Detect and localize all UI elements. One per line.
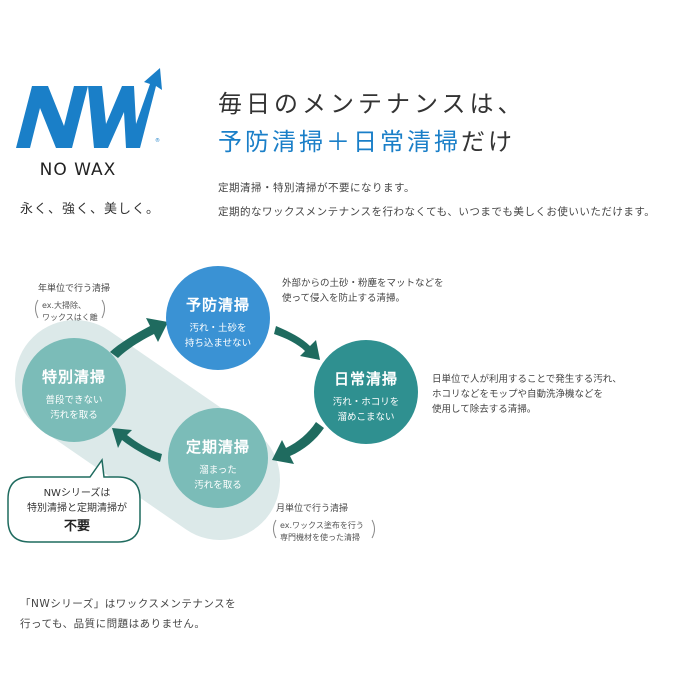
note-special-example: ex.大掃除、ワックスはく離 xyxy=(42,301,98,322)
note-periodic-head: 月単位で行う清掃 xyxy=(276,504,349,514)
headline-accent: 予防清掃＋日常清掃 xyxy=(218,128,461,156)
circle-special xyxy=(22,338,126,442)
circle-periodic-text: 定期清掃 溜まった汚れを取る xyxy=(168,436,268,493)
bubble-text: NWシリーズは特別清掃と定期清掃が 不要 xyxy=(18,486,136,534)
footer-line2: 行っても、品質に問題はありません。 xyxy=(20,618,206,630)
bracket-special-left xyxy=(35,299,39,319)
headline-line1: 毎日のメンテナンスは、 xyxy=(218,90,526,118)
circle-daily-text: 日常清掃 汚れ・ホコリを溜めこまない xyxy=(314,368,418,425)
preventive-title: 予防清掃 xyxy=(185,296,250,314)
brand-tagline: 永く、強く、美しく。 xyxy=(20,202,161,217)
bracket-special-right xyxy=(101,299,105,319)
arrow-special-to-preventive xyxy=(110,318,168,358)
nw-logo-icon: ® xyxy=(16,68,162,148)
periodic-title: 定期清掃 xyxy=(185,438,250,456)
description-line1: 定期清掃・特別清掃が不要になります。 xyxy=(218,182,415,194)
daily-title: 日常清掃 xyxy=(333,370,398,388)
arrow-daily-to-periodic xyxy=(272,422,324,464)
note-daily: 日単位で人が利用することで発生する汚れ、ホコリなどをモップや自動洗浄機などを使用… xyxy=(432,374,622,415)
bracket-periodic-right xyxy=(371,519,375,539)
footer-line1: 「NWシリーズ」はワックスメンテナンスを xyxy=(20,598,237,610)
bracket-periodic-left xyxy=(273,519,277,539)
circle-preventive xyxy=(166,266,270,370)
cycle-arrows xyxy=(110,318,324,464)
bubble-emphasis: 不要 xyxy=(63,519,90,534)
circle-preventive-text: 予防清掃 汚れ・土砂を持ち込ませない xyxy=(166,294,270,351)
special-title: 特別清掃 xyxy=(41,368,106,386)
daily-sub: 汚れ・ホコリを溜めこまない xyxy=(332,397,400,423)
special-sub: 普段できない汚れを取る xyxy=(45,395,103,421)
arrow-preventive-to-daily xyxy=(274,326,320,360)
preventive-sub: 汚れ・土砂を持ち込ませない xyxy=(184,323,252,349)
note-preventive: 外部からの土砂・粉塵をマットなどを使って侵入を防止する清掃。 xyxy=(282,278,444,304)
description-line2: 定期的なワックスメンテナンスを行わなくても、いつまでも美しくお使いいただけます。 xyxy=(218,206,656,218)
arrow-periodic-to-special xyxy=(112,428,162,462)
note-periodic-example: ex.ワックス塗布を行う専門機材を使った清掃 xyxy=(280,521,364,542)
speech-bubble xyxy=(7,457,141,543)
circle-daily xyxy=(314,340,418,444)
note-special-head: 年単位で行う清掃 xyxy=(38,284,111,294)
headline-suffix: だけ xyxy=(461,128,515,156)
brand-name: NO WAX xyxy=(39,160,117,180)
headline-line2: 予防清掃＋日常清掃だけ xyxy=(218,122,515,157)
svg-text:®: ® xyxy=(155,137,160,144)
circle-special-text: 特別清掃 普段できない汚れを取る xyxy=(22,366,126,423)
periodic-sub: 溜まった汚れを取る xyxy=(194,465,242,491)
circle-periodic xyxy=(168,408,268,508)
